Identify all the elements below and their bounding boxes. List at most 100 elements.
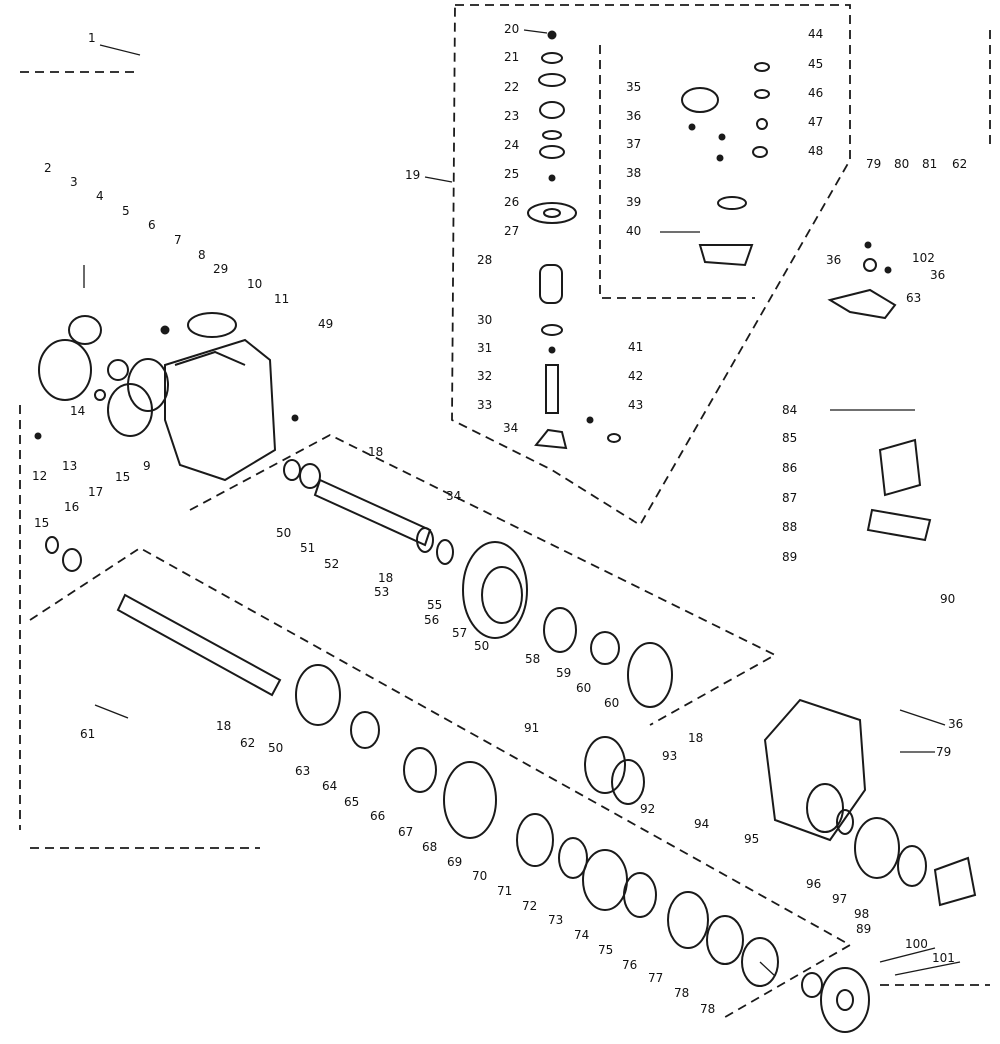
gear-63 xyxy=(295,664,341,726)
bearing-91 xyxy=(584,736,626,794)
washer-22 xyxy=(538,73,566,87)
bearing-23 xyxy=(539,101,565,119)
callout-94: 94 xyxy=(694,817,709,831)
gear-66 xyxy=(403,747,437,793)
callout-84: 84 xyxy=(782,403,797,417)
leader-20 xyxy=(523,29,548,34)
lower-shaft-panel-outline xyxy=(29,546,852,1021)
shaft-52 xyxy=(313,478,432,547)
callout-79a: 79 xyxy=(866,157,881,171)
callout-35: 35 xyxy=(626,80,641,94)
callout-63b: 63 xyxy=(906,291,921,305)
callout-33: 33 xyxy=(477,398,492,412)
callout-50a: 50 xyxy=(276,526,291,540)
callout-69: 69 xyxy=(447,855,462,869)
plate-87 xyxy=(866,508,932,542)
bracket-99 xyxy=(933,856,977,907)
housing-40 xyxy=(698,244,754,267)
callout-8: 8 xyxy=(198,248,206,262)
cover-3 xyxy=(38,339,92,401)
callout-50c: 50 xyxy=(268,741,283,755)
bearing-5 xyxy=(107,359,129,381)
callout-38: 38 xyxy=(626,166,641,180)
callout-40: 40 xyxy=(626,224,641,238)
bolt-14 xyxy=(94,389,106,401)
callout-89a: 89 xyxy=(782,550,797,564)
callout-43: 43 xyxy=(628,398,643,412)
shaft-33 xyxy=(545,364,559,414)
right-linkage-group xyxy=(827,241,897,320)
callout-76: 76 xyxy=(622,958,637,972)
callout-102: 102 xyxy=(912,251,935,265)
callout-95: 95 xyxy=(744,832,759,846)
callout-88: 88 xyxy=(782,520,797,534)
bushing-102 xyxy=(863,258,877,272)
washer-100 xyxy=(801,972,823,998)
housing-95 xyxy=(763,698,867,842)
callout-96: 96 xyxy=(806,877,821,891)
drum-67 xyxy=(443,761,497,839)
callout-80: 80 xyxy=(894,157,909,171)
group-outlines xyxy=(19,4,991,1021)
screw-45 xyxy=(754,62,770,72)
pin-36b xyxy=(884,266,892,274)
callout-2: 2 xyxy=(44,161,52,175)
callout-42: 42 xyxy=(628,369,643,383)
callout-3: 3 xyxy=(70,175,78,189)
callout-20: 20 xyxy=(504,22,519,36)
callout-18a: 18 xyxy=(368,445,383,459)
leader-lines xyxy=(94,29,961,977)
callout-55: 55 xyxy=(427,598,442,612)
gear-60 xyxy=(627,642,673,708)
callout-37: 37 xyxy=(626,137,641,151)
callout-25: 25 xyxy=(504,167,519,181)
callout-98: 98 xyxy=(854,907,869,921)
pin-32 xyxy=(548,346,556,354)
disc-73 xyxy=(582,849,628,911)
ring-78 xyxy=(741,937,779,987)
disc-71 xyxy=(558,837,588,879)
leader-36d xyxy=(899,709,946,726)
pin-38 xyxy=(716,154,724,162)
callout-70: 70 xyxy=(472,869,487,883)
leader-1 xyxy=(99,44,141,56)
steering-group-outline xyxy=(451,4,851,527)
clip-50a xyxy=(283,459,301,481)
callout-53: 53 xyxy=(374,585,389,599)
left-housing-group xyxy=(34,265,299,482)
callout-62a: 62 xyxy=(240,736,255,750)
callout-32: 32 xyxy=(477,369,492,383)
callout-47: 47 xyxy=(808,115,823,129)
callout-4: 4 xyxy=(96,189,104,203)
callout-87: 87 xyxy=(782,491,797,505)
callout-34b: 34 xyxy=(446,489,461,503)
callout-60b: 60 xyxy=(604,696,619,710)
callout-58: 58 xyxy=(525,652,540,666)
callout-52: 52 xyxy=(324,557,339,571)
upper-shaft-panel-outline xyxy=(189,433,777,726)
callout-66: 66 xyxy=(370,809,385,823)
callout-23: 23 xyxy=(504,109,519,123)
callout-46: 46 xyxy=(808,86,823,100)
callout-85: 85 xyxy=(782,431,797,445)
callout-68: 68 xyxy=(422,840,437,854)
leader-101 xyxy=(894,961,961,976)
callout-60a: 60 xyxy=(576,681,591,695)
ring-96 xyxy=(836,809,854,835)
callout-22: 22 xyxy=(504,80,519,94)
cover-97 xyxy=(854,817,900,879)
leader-19 xyxy=(424,176,453,183)
callout-1: 1 xyxy=(88,31,96,45)
hub-101 xyxy=(820,967,870,1033)
callout-39: 39 xyxy=(626,195,641,209)
callout-10: 10 xyxy=(247,277,262,291)
callout-7: 7 xyxy=(174,233,182,247)
ring-48 xyxy=(752,146,768,158)
hub-74 xyxy=(623,872,657,918)
callout-81: 81 xyxy=(922,157,937,171)
callout-57: 57 xyxy=(452,626,467,640)
upper-shaft-group xyxy=(283,459,673,708)
callout-26: 26 xyxy=(504,195,519,209)
shift-lever-group xyxy=(681,62,770,267)
callout-16: 16 xyxy=(64,500,79,514)
